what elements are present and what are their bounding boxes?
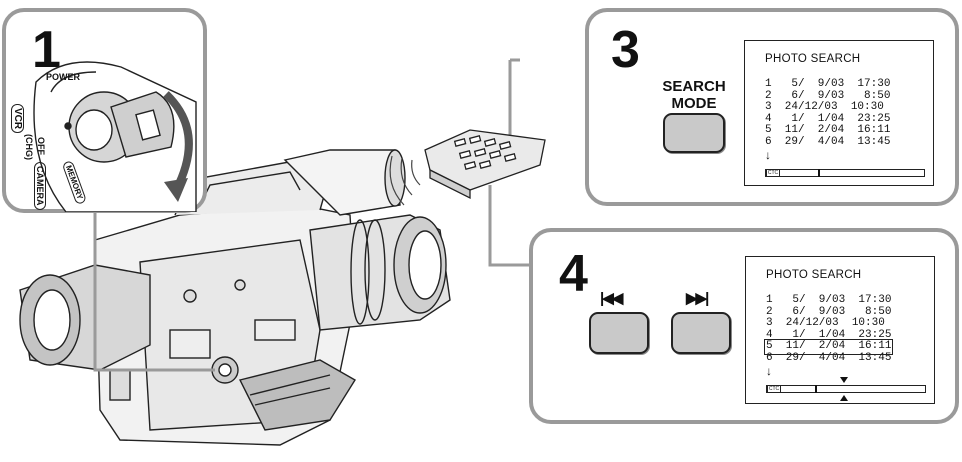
position-pointer-up-icon xyxy=(840,395,848,401)
list-item: 4 1/ 1/04 23:25 xyxy=(765,112,891,125)
position-pointer-down-icon xyxy=(840,377,848,383)
step1-panel: 1 POWER VCR OFF (CHG) CAMERA MEMORY xyxy=(2,8,207,213)
list-item: 1 5/ 9/03 17:30 xyxy=(766,294,892,306)
list-item: 3 24/12/03 10:30 xyxy=(765,101,884,113)
step1-number: 1 xyxy=(32,21,61,79)
list-item: 1 5/ 9/03 17:30 xyxy=(765,78,891,90)
next-skip-button[interactable] xyxy=(671,312,731,354)
prev-skip-icon: |◀◀ xyxy=(600,290,623,307)
tape-position-bar: CTC xyxy=(766,385,926,393)
photo-list-step4: 1 5/ 9/03 17:30 2 6/ 9/03 8:50 3 24/12/0… xyxy=(763,294,894,364)
tape-position-marker xyxy=(818,169,820,177)
more-down-icon: ↓ xyxy=(766,364,772,378)
photo-list-step3: 1 5/ 9/03 17:30 2 6/ 9/03 8:50 3 24/12/0… xyxy=(765,78,891,148)
prev-skip-button[interactable] xyxy=(589,312,649,354)
step4-panel: 4 |◀◀ ▶▶| PHOTO SEARCH 1 5/ 9/03 17:30 2… xyxy=(529,228,959,424)
power-switch-illustration xyxy=(33,61,197,212)
photo-search-screen-step3: PHOTO SEARCH 1 5/ 9/03 17:30 2 6/ 9/03 8… xyxy=(744,40,934,186)
list-item: 6 29/ 4/04 13:45 xyxy=(766,351,892,364)
next-skip-icon: ▶▶| xyxy=(686,290,709,307)
list-item: 2 6/ 9/03 8:50 xyxy=(766,305,892,318)
search-mode-button[interactable] xyxy=(663,113,725,153)
vcr-label: VCR xyxy=(11,104,24,134)
tape-position-marker xyxy=(815,385,817,393)
list-item: 4 1/ 1/04 23:25 xyxy=(766,328,892,341)
tape-position-bar: CTC xyxy=(765,169,925,177)
step3-number: 3 xyxy=(611,21,640,79)
list-item: 5 11/ 2/04 16:11 xyxy=(765,124,891,136)
search-mode-label: SEARCH MODE xyxy=(662,78,726,112)
step4-number: 4 xyxy=(559,245,588,303)
list-item-selected: 5 11/ 2/04 16:11 xyxy=(763,339,894,355)
chg-label: (CHG) xyxy=(24,134,34,160)
photo-search-screen-step4: PHOTO SEARCH 1 5/ 9/03 17:30 2 6/ 9/03 8… xyxy=(745,256,935,404)
camera-label: CAMERA xyxy=(34,162,46,210)
list-item: 3 24/12/03 10:30 xyxy=(766,317,885,329)
osd-title: PHOTO SEARCH xyxy=(766,269,862,281)
tape-counter-tag: CTC xyxy=(766,169,780,177)
list-item: 6 29/ 4/04 13:45 xyxy=(765,135,891,148)
tape-counter-tag: CTC xyxy=(767,385,781,393)
list-item: 2 6/ 9/03 8:50 xyxy=(765,89,891,102)
off-label: OFF xyxy=(36,137,46,155)
step3-panel: 3 SEARCH MODE PHOTO SEARCH 1 5/ 9/03 17:… xyxy=(585,8,959,206)
more-down-icon: ↓ xyxy=(765,148,771,162)
power-label: POWER xyxy=(46,72,81,82)
osd-title: PHOTO SEARCH xyxy=(765,53,861,65)
